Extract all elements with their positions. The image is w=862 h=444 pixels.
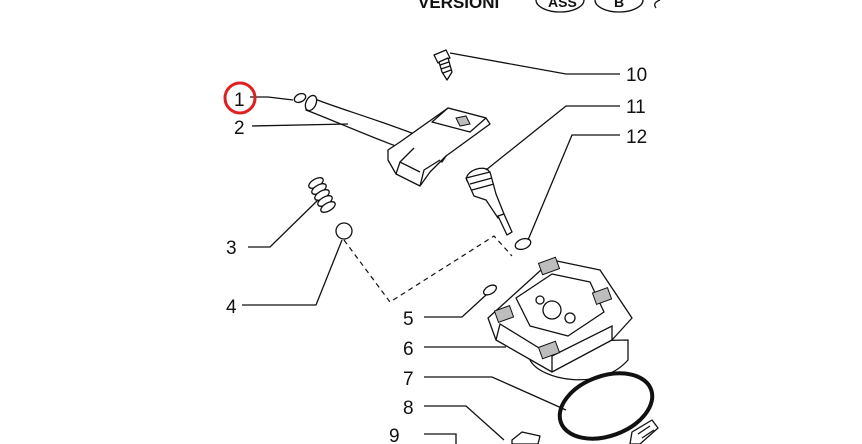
part-10-screw: [433, 49, 453, 81]
leader-4: [242, 239, 343, 306]
leader-12: [527, 134, 620, 241]
version-badge-b-label: B: [614, 0, 624, 10]
callout-6: 6: [403, 339, 414, 360]
leader-5: [424, 294, 487, 318]
part-12-oring: [514, 237, 532, 251]
leader-8: [424, 405, 505, 441]
part-7-gasket: [557, 371, 655, 441]
part-2-lever: [304, 94, 491, 187]
callout-8: 8: [403, 398, 414, 419]
callout-4: 4: [226, 297, 237, 318]
callout-1-highlight-ring: [223, 81, 257, 115]
part-4-ball: [335, 222, 353, 240]
leader-3: [248, 199, 319, 248]
callout-1: 1: [234, 90, 245, 111]
leader-9: [424, 433, 457, 444]
part-5-oring: [482, 284, 498, 296]
leader-10: [449, 52, 620, 75]
versions-title: VERSIONI: [418, 0, 499, 12]
part-1-oring: [293, 92, 307, 104]
callout-7: 7: [403, 369, 414, 390]
part-6-valve-body: [487, 256, 633, 381]
part-11-pin: [465, 167, 513, 236]
callout-3: 3: [226, 238, 237, 259]
callout-12: 12: [626, 127, 647, 148]
part-screw-bottom: [629, 419, 659, 444]
leader-2: [251, 123, 349, 127]
part-8-cap: [511, 431, 541, 444]
version-badge-ass[interactable]: ASS: [535, 0, 585, 13]
leader-11: [485, 105, 620, 171]
version-badge-b[interactable]: B: [594, 0, 644, 13]
version-badge-ass-label: ASS: [548, 0, 577, 10]
callout-9: 9: [389, 426, 400, 444]
next-badge-edge: [654, 0, 661, 9]
assembly-axis: [343, 235, 513, 303]
part-3-spring: [308, 177, 336, 213]
callout-10: 10: [626, 65, 647, 86]
callout-2: 2: [234, 118, 245, 139]
leader-7: [424, 376, 567, 411]
callout-11: 11: [626, 97, 646, 118]
callout-5: 5: [403, 309, 414, 330]
